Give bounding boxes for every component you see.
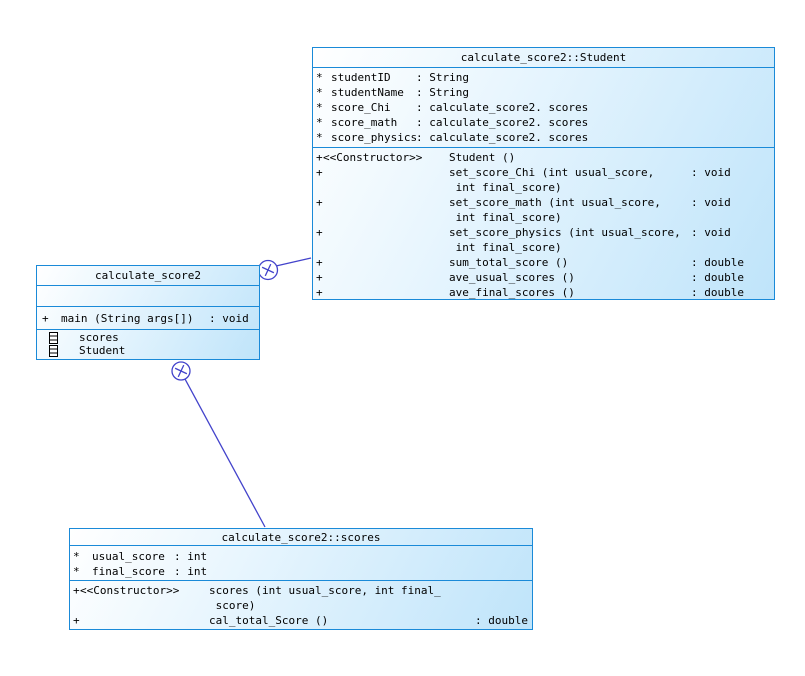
attribute-type: : calculate_score2. scores bbox=[416, 101, 589, 114]
attribute-type: : String bbox=[416, 86, 469, 99]
return-type: : void bbox=[209, 312, 249, 325]
operations-compartment: + <<Constructor>> scores (int usual_scor… bbox=[70, 581, 532, 628]
method-signature: set_score_Chi (int usual_score, int fina… bbox=[449, 166, 655, 194]
visibility-marker: * bbox=[73, 565, 80, 578]
attribute-row: * final_score : int bbox=[70, 564, 532, 579]
attribute-name: score_math bbox=[331, 116, 398, 129]
method-row: + ave_final_scores () : double bbox=[313, 285, 774, 300]
visibility-marker: + bbox=[316, 226, 323, 239]
attribute-name: usual_score bbox=[92, 550, 165, 563]
attribute-name: score_Chi bbox=[331, 101, 391, 114]
containment-anchor-icon bbox=[257, 259, 279, 281]
method-signature: sum_total_score () bbox=[449, 256, 569, 269]
visibility-marker: + bbox=[42, 312, 49, 325]
class-icon bbox=[49, 331, 58, 344]
attribute-row: * score_math : calculate_score2. scores bbox=[313, 115, 774, 130]
attribute-name: score_physics bbox=[331, 131, 418, 144]
attribute-row: * score_physics : calculate_score2. scor… bbox=[313, 130, 774, 145]
method-row: + set_score_physics (int usual_score, in… bbox=[313, 225, 774, 255]
attribute-type: : calculate_score2. scores bbox=[416, 131, 589, 144]
attribute-type: : String bbox=[416, 71, 469, 84]
visibility-marker: * bbox=[316, 101, 323, 114]
visibility-marker: + bbox=[316, 256, 323, 269]
visibility-marker: + bbox=[73, 584, 80, 597]
attribute-type: : int bbox=[174, 550, 208, 563]
class-box-student[interactable]: calculate_score2::Student * studentID : … bbox=[312, 47, 775, 300]
visibility-marker: * bbox=[316, 116, 323, 129]
attribute-row: * score_Chi : calculate_score2. scores bbox=[313, 100, 774, 115]
visibility-marker: + bbox=[316, 196, 323, 209]
visibility-marker: + bbox=[73, 614, 80, 627]
stereotype: <<Constructor>> bbox=[323, 151, 423, 164]
method-row: + main (String args[]) : void bbox=[37, 311, 259, 326]
attribute-name: studentName bbox=[331, 86, 404, 99]
visibility-marker: * bbox=[73, 550, 80, 563]
nested-class-label: Student bbox=[79, 344, 126, 357]
method-signature: ave_final_scores () bbox=[449, 286, 575, 299]
method-row: + set_score_Chi (int usual_score, int fi… bbox=[313, 165, 774, 195]
attributes-compartment: * usual_score : int * final_score : int bbox=[70, 546, 532, 581]
method-row: + ave_usual_scores () : double bbox=[313, 270, 774, 285]
nested-classes-compartment: scores Student bbox=[37, 330, 259, 357]
method-signature: Student () bbox=[449, 151, 516, 164]
operations-compartment: + main (String args[]) : void bbox=[37, 307, 259, 330]
method-signature: set_score_math (int usual_score, int fin… bbox=[449, 196, 661, 224]
nested-class-label: scores bbox=[79, 331, 119, 344]
attribute-type: : calculate_score2. scores bbox=[416, 116, 589, 129]
method-signature: cal_total_Score () bbox=[209, 614, 329, 627]
attributes-compartment-empty bbox=[37, 286, 259, 307]
method-row: + set_score_math (int usual_score, int f… bbox=[313, 195, 774, 225]
attribute-row: * usual_score : int bbox=[70, 549, 532, 564]
visibility-marker: + bbox=[316, 271, 323, 284]
class-title: calculate_score2::Student bbox=[313, 48, 774, 68]
return-type: : double bbox=[691, 256, 744, 269]
method-signature: scores (int usual_score, int final_ scor… bbox=[209, 584, 441, 612]
visibility-marker: * bbox=[316, 86, 323, 99]
containment-connector-scores[interactable] bbox=[171, 361, 266, 528]
method-signature: set_score_physics (int usual_score, int … bbox=[449, 226, 681, 254]
method-row: + cal_total_Score () : double bbox=[70, 613, 532, 628]
attribute-row: * studentID : String bbox=[313, 70, 774, 85]
method-signature: main (String args[]) bbox=[61, 312, 194, 325]
containment-anchor-icon bbox=[171, 361, 191, 381]
attribute-type: : int bbox=[174, 565, 208, 578]
class-title: calculate_score2::scores bbox=[70, 529, 532, 546]
return-type: : double bbox=[691, 271, 744, 284]
attribute-name: studentID bbox=[331, 71, 391, 84]
attributes-compartment: * studentID : String * studentName : Str… bbox=[313, 68, 774, 148]
visibility-marker: + bbox=[316, 286, 323, 299]
return-type: : void bbox=[691, 196, 731, 209]
containment-connector-student[interactable] bbox=[257, 257, 312, 281]
attribute-name: final_score bbox=[92, 565, 165, 578]
class-box-calculate-score2[interactable]: calculate_score2 + main (String args[]) … bbox=[36, 265, 260, 360]
visibility-marker: + bbox=[316, 166, 323, 179]
stereotype: <<Constructor>> bbox=[80, 584, 180, 597]
method-row: + <<Constructor>> scores (int usual_scor… bbox=[70, 583, 532, 613]
return-type: : double bbox=[691, 286, 744, 299]
operations-compartment: + <<Constructor>> Student () + set_score… bbox=[313, 148, 774, 300]
attribute-row: * studentName : String bbox=[313, 85, 774, 100]
nested-class-item-student[interactable]: Student bbox=[37, 344, 259, 357]
return-type: : void bbox=[691, 226, 731, 239]
method-row: + <<Constructor>> Student () bbox=[313, 150, 774, 165]
return-type: : void bbox=[691, 166, 731, 179]
method-signature: ave_usual_scores () bbox=[449, 271, 575, 284]
visibility-marker: * bbox=[316, 131, 323, 144]
visibility-marker: * bbox=[316, 71, 323, 84]
return-type: : double bbox=[475, 614, 528, 627]
class-icon bbox=[49, 344, 58, 357]
class-title: calculate_score2 bbox=[37, 266, 259, 286]
visibility-marker: + bbox=[316, 151, 323, 164]
class-box-scores[interactable]: calculate_score2::scores * usual_score :… bbox=[69, 528, 533, 630]
method-row: + sum_total_score () : double bbox=[313, 255, 774, 270]
nested-class-item-scores[interactable]: scores bbox=[37, 331, 259, 344]
